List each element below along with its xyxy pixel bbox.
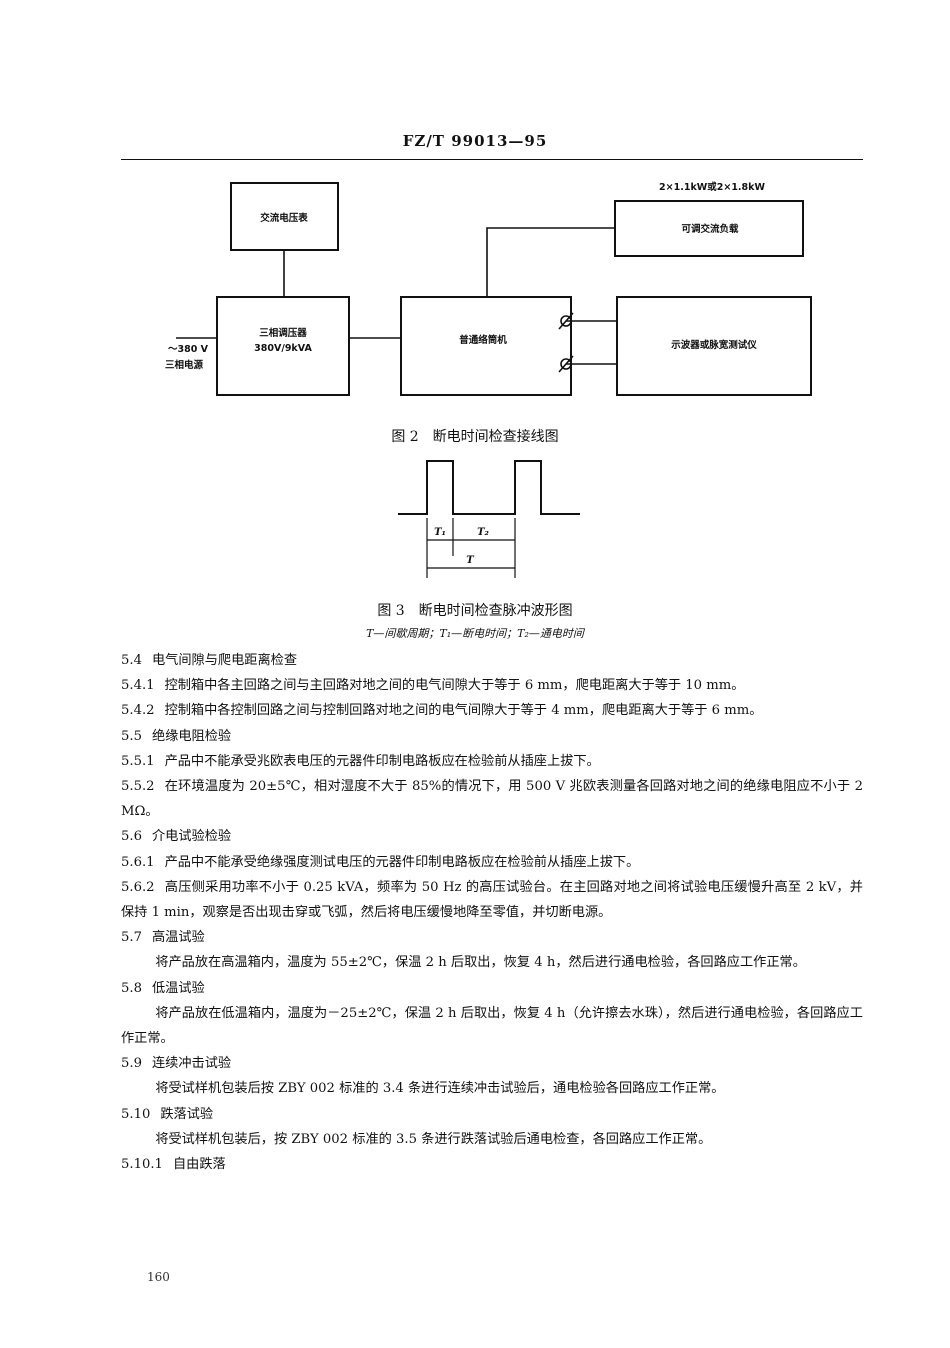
scope-label: 示波器或脉宽测试仪 xyxy=(671,339,757,351)
header-rule xyxy=(121,159,863,160)
section-5-5: 5.5 绝缘电阻检验 xyxy=(121,724,863,749)
section-text: 将受试样机包装后，按 ZBY 002 标准的 3.5 条进行跌落试验后通电检查，… xyxy=(155,1131,712,1147)
section-text: 跌落试验 xyxy=(160,1106,214,1122)
section-text: 高温试验 xyxy=(151,930,205,946)
section-5-4-2: 5.4.2 控制箱中各控制回路之间与控制回路对地之间的电气间隙大于等于 4 mm，… xyxy=(121,698,863,723)
machine-label: 普通络筒机 xyxy=(459,334,507,346)
section-paragraph: 将受试样机包装后，按 ZBY 002 标准的 3.5 条进行跌落试验后通电检查，… xyxy=(121,1127,863,1152)
section-text: 产品中不能承受绝缘强度测试电压的元器件印制电路板应在检验前从插座上拔下。 xyxy=(164,854,640,870)
section-text: 控制箱中各控制回路之间与控制回路对地之间的电气间隙大于等于 4 mm，爬电距离大… xyxy=(164,703,763,719)
section-text: 将产品放在低温箱内，温度为－25±2℃，保温 2 h 后取出，恢复 4 h（允许… xyxy=(121,1005,863,1047)
section-number: 5.4 xyxy=(121,653,142,668)
section-number: 5.4.2 xyxy=(121,703,155,719)
section-text: 产品中不能承受兆欧表电压的元器件印制电路板应在检验前从插座上拔下。 xyxy=(164,753,600,769)
section-text: 将产品放在高温箱内，温度为 55±2℃，保温 2 h 后取出，恢复 4 h，然后… xyxy=(155,955,806,971)
section-5-6-1: 5.6.1 产品中不能承受绝缘强度测试电压的元器件印制电路板应在检验前从插座上拔下… xyxy=(121,850,863,875)
terminal-top-icon xyxy=(560,315,572,327)
section-number: 5.5.1 xyxy=(121,753,155,769)
voltmeter-label: 交流电压表 xyxy=(260,212,308,224)
source-label-line1: ～380 V xyxy=(168,344,209,355)
section-number: 5.4.1 xyxy=(121,678,155,694)
terminal-bottom-slash xyxy=(558,355,574,373)
section-5-5-1: 5.5.1 产品中不能承受兆欧表电压的元器件印制电路板应在检验前从插座上拔下。 xyxy=(121,749,863,774)
label-t2: T₂ xyxy=(477,527,489,538)
section-5-7: 5.7 高温试验 xyxy=(121,925,863,950)
load-power-label: 2×1.1kW或2×1.8kW xyxy=(659,181,765,193)
section-5-9: 5.9 连续冲击试验 xyxy=(121,1051,863,1076)
section-5-8: 5.8 低温试验 xyxy=(121,976,863,1001)
section-number: 5.10 xyxy=(121,1106,151,1122)
section-paragraph: 将受试样机包装后按 ZBY 002 标准的 3.4 条进行连续冲击试验后，通电检… xyxy=(121,1076,863,1101)
load-wire xyxy=(486,227,615,297)
section-paragraph: 将产品放在低温箱内，温度为－25±2℃，保温 2 h 后取出，恢复 4 h（允许… xyxy=(121,1001,863,1051)
terminal-bottom-icon xyxy=(560,358,572,370)
regulator-label-line1: 三相调压器 xyxy=(259,327,307,339)
section-text: 介电试验检验 xyxy=(151,829,232,845)
regulator-label-line2: 380V/9kVA xyxy=(254,343,312,354)
scope-box xyxy=(616,296,812,396)
section-text: 低温试验 xyxy=(151,980,205,996)
machine-box xyxy=(400,296,572,396)
figure2-caption: 图 2 断电时间检查接线图 xyxy=(391,429,559,445)
source-label-line2: 三相电源 xyxy=(165,359,204,371)
section-text: 控制箱中各主回路之间与主回路对地之间的电气间隙大于等于 6 mm，爬电距离大于等… xyxy=(164,678,745,694)
section-number: 5.7 xyxy=(121,930,142,946)
pulse-waveform-line xyxy=(398,460,580,515)
section-paragraph: 将产品放在高温箱内，温度为 55±2℃，保温 2 h 后取出，恢复 4 h，然后… xyxy=(121,950,863,975)
section-5-10-1: 5.10.1 自由跌落 xyxy=(121,1152,863,1177)
section-number: 5.8 xyxy=(121,980,142,996)
load-label: 可调交流负载 xyxy=(681,223,739,235)
section-number: 5.5 xyxy=(121,728,142,744)
section-5-6: 5.6 介电试验检验 xyxy=(121,824,863,849)
label-t: T xyxy=(466,555,475,566)
section-text: 绝缘电阻检验 xyxy=(151,728,232,744)
section-5-4-1: 5.4.1 控制箱中各主回路之间与主回路对地之间的电气间隙大于等于 6 mm，爬电… xyxy=(121,673,863,698)
section-number: 5.10.1 xyxy=(121,1157,163,1173)
terminal-top-slash xyxy=(558,312,574,330)
figure3-legend: T—间歇周期；T₁—断电时间；T₂—通电时间 xyxy=(366,627,584,640)
figure2-wiring-diagram: 2×1.1kW或2×1.8kW 交流电压表 三相调压器 380V/9kVA ～3… xyxy=(165,181,812,396)
section-text: 在环境温度为 20±5℃，相对湿度不大于 85%的情况下，用 500 V 兆欧表… xyxy=(121,779,863,820)
body-text: 5.4 电气间隙与爬电距离检查 5.4.1 控制箱中各主回路之间与主回路对地之间的电气… xyxy=(121,648,863,1177)
section-text: 将受试样机包装后按 ZBY 002 标准的 3.4 条进行连续冲击试验后，通电检… xyxy=(155,1081,725,1097)
regulator-box xyxy=(216,296,350,396)
section-text: 自由跌落 xyxy=(172,1157,226,1173)
section-number: 5.5.2 xyxy=(121,779,155,795)
section-5-4: 5.4 电气间隙与爬电距离检查 xyxy=(121,648,863,673)
figure3-caption: 图 3 断电时间检查脉冲波形图 xyxy=(377,603,573,619)
section-text: 高压侧采用功率不小于 0.25 kVA，频率为 50 Hz 的高压试验台。在主回… xyxy=(121,879,863,921)
section-number: 5.6.1 xyxy=(121,854,155,870)
figure3-waveform: T₁ T₂ T xyxy=(398,460,580,578)
page-number: 160 xyxy=(147,1270,170,1284)
section-number: 5.6 xyxy=(121,829,142,845)
section-number: 5.6.2 xyxy=(121,879,155,895)
section-5-10: 5.10 跌落试验 xyxy=(121,1102,863,1127)
section-text: 电气间隙与爬电距离检查 xyxy=(151,653,298,668)
standard-code-header: FZ/T 99013—95 xyxy=(402,132,548,150)
label-t1: T₁ xyxy=(434,527,446,538)
section-number: 5.9 xyxy=(121,1056,142,1072)
section-text: 连续冲击试验 xyxy=(151,1056,232,1072)
